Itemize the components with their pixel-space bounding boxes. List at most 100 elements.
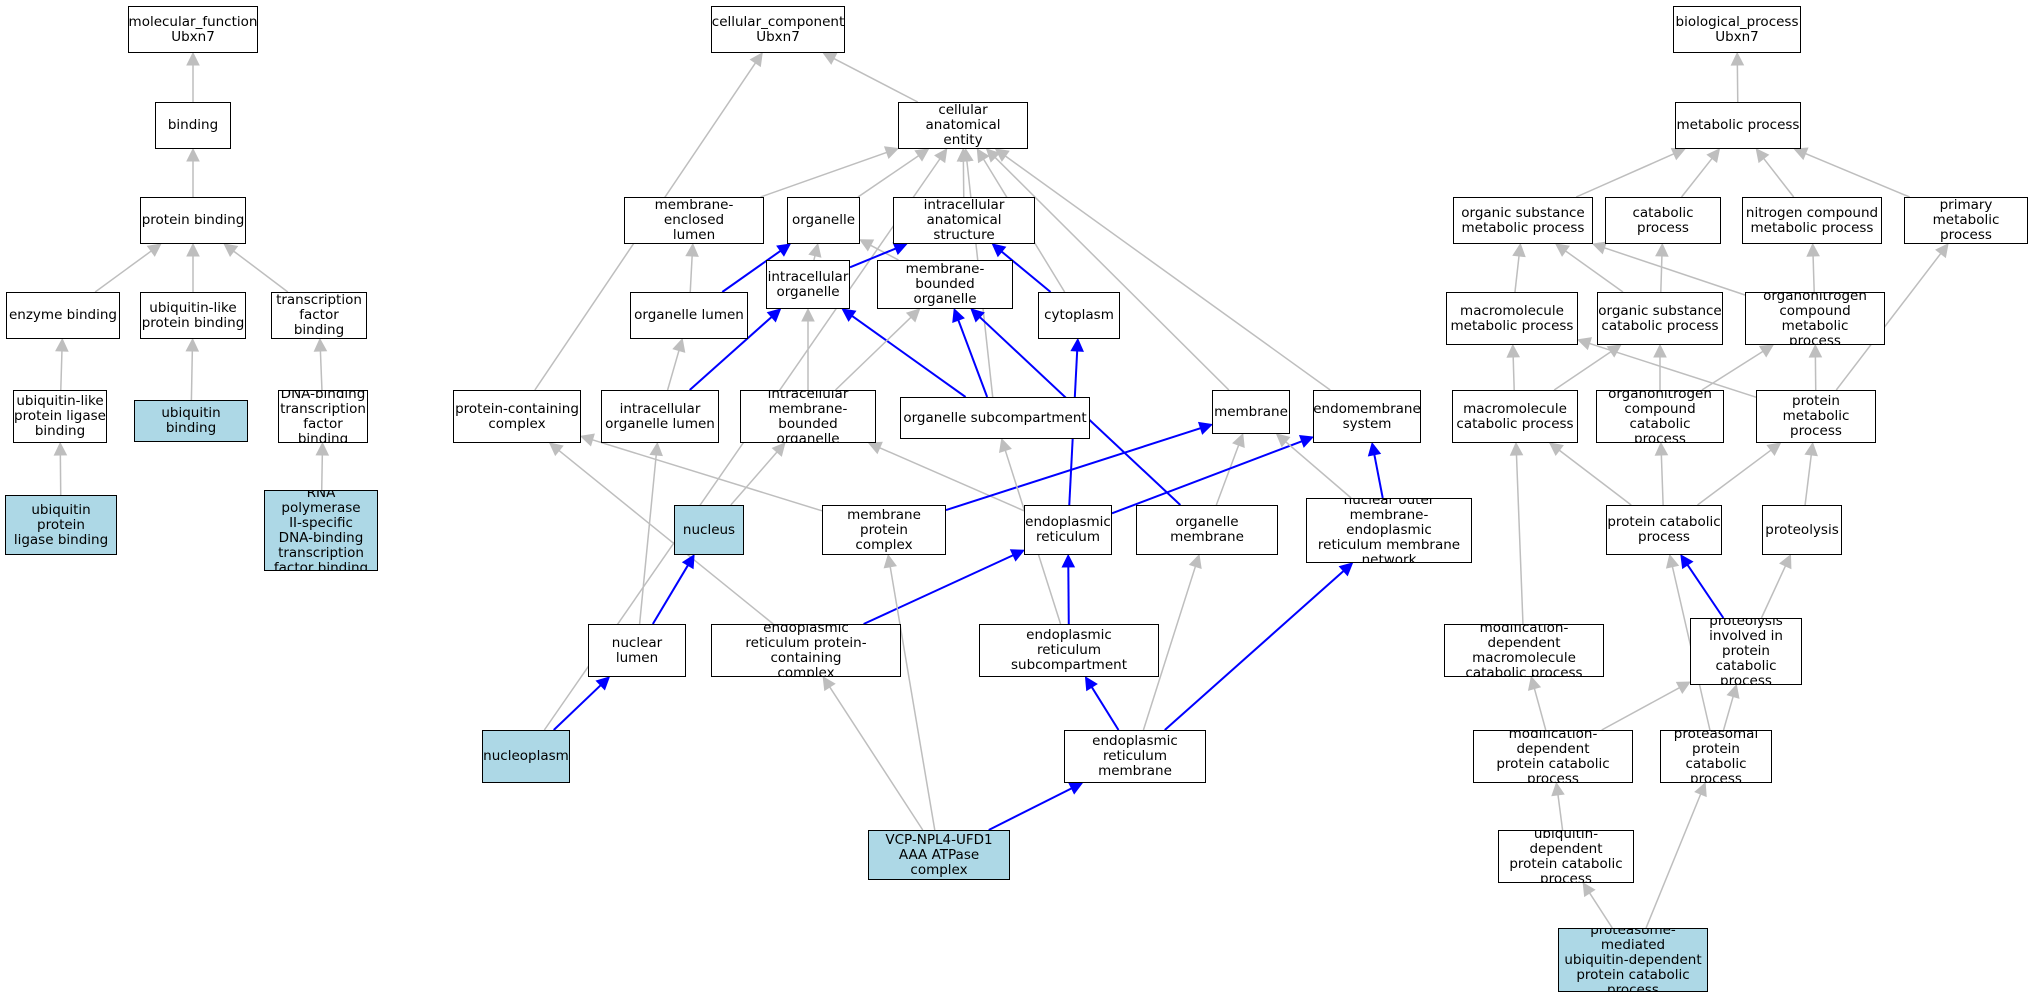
node-intracellular-organelle[interactable]: intracellular organelle (766, 260, 850, 309)
arrowhead-icon (1576, 337, 1593, 351)
arrowhead-icon (186, 51, 200, 66)
arrowhead-icon (905, 308, 921, 323)
edge-er-membrane-to-er-subcompartment (1090, 686, 1120, 731)
arrowhead-icon (1275, 433, 1291, 448)
node-binding[interactable]: binding (155, 102, 231, 149)
arrowhead-icon (1606, 344, 1622, 358)
node-protein-mp[interactable]: protein metabolic process (1756, 390, 1876, 443)
node-label: organelle subcompartment (903, 409, 1087, 426)
arrowhead-icon (883, 146, 900, 160)
node-nuclear-outer-membrane-network[interactable]: nuclear outer membrane-endoplasmic retic… (1306, 498, 1472, 563)
node-endomembrane-system[interactable]: endomembrane system (1313, 390, 1421, 443)
edge-organonitrogen-mp-to-organic-substance-mp (1604, 247, 1746, 296)
node-membrane[interactable]: membrane (1212, 390, 1290, 434)
node-er-subcompartment[interactable]: endoplasmic reticulum subcompartment (979, 624, 1159, 677)
node-label: catabolic process (1632, 204, 1694, 236)
node-er-protein-complex[interactable]: endoplasmic reticulum protein-containing… (711, 624, 901, 677)
node-dna-binding-tf-binding[interactable]: DNA-binding transcription factor binding (278, 390, 368, 443)
edge-protein-cp-to-protein-mp (1697, 449, 1772, 506)
node-ubl-protein-binding[interactable]: ubiquitin-like protein binding (140, 292, 246, 339)
arrowhead-icon (1670, 147, 1686, 161)
node-catabolic-process[interactable]: catabolic process (1605, 197, 1721, 244)
node-label: metabolic process (1676, 117, 1800, 133)
edge-er-protein-complex-to-er (863, 554, 1014, 625)
arrowhead-icon (1506, 343, 1521, 358)
node-ubiquitin-binding[interactable]: ubiquitin binding (134, 400, 248, 442)
node-label: macromolecule metabolic process (1450, 302, 1574, 334)
arrowhead-icon (1766, 442, 1782, 456)
node-protein-binding[interactable]: protein binding (140, 197, 246, 244)
arrowhead-icon (1582, 882, 1596, 898)
node-ubl-ligase-binding[interactable]: ubiquitin-like protein ligase binding (13, 390, 107, 443)
node-vcp-complex[interactable]: VCP-NPL4-UFD1 AAA ATPase complex (868, 830, 1010, 880)
edge-intracellular-organelle-to-intracellular-as (849, 247, 896, 269)
node-cytoplasm[interactable]: cytoplasm (1038, 292, 1120, 339)
node-label: organelle lumen (634, 307, 744, 323)
arrowhead-icon (1367, 441, 1382, 457)
arrowhead-icon (808, 242, 822, 258)
node-mod-dep-protein-cp[interactable]: modification-dependent protein catabolic… (1473, 730, 1633, 783)
node-label: RNA polymerase II-specific DNA-binding t… (273, 490, 369, 571)
node-organelle[interactable]: organelle (787, 197, 860, 244)
node-nucleus[interactable]: nucleus (674, 505, 744, 555)
node-metabolic-process[interactable]: metabolic process (1675, 102, 1801, 149)
node-organic-substance-mp[interactable]: organic substance metabolic process (1453, 197, 1593, 244)
node-nucleoplasm[interactable]: nucleoplasm (482, 730, 570, 783)
edge-proteolysis-in-pcp-to-proteolysis (1760, 565, 1787, 619)
node-intracellular-as[interactable]: intracellular anatomical structure (893, 197, 1035, 244)
node-macromolecule-cp[interactable]: macromolecule catabolic process (1452, 390, 1578, 443)
node-mem-enclosed-lumen[interactable]: membrane-enclosed lumen (624, 197, 764, 244)
node-mf[interactable]: molecular_function Ubxn7 (128, 6, 258, 53)
node-tf-binding[interactable]: transcription factor binding (271, 292, 367, 339)
node-er-membrane[interactable]: endoplasmic reticulum membrane (1064, 730, 1206, 783)
node-ub-ligase-binding[interactable]: ubiquitin protein ligase binding (5, 495, 117, 555)
node-proteolysis[interactable]: proteolysis (1762, 505, 1842, 555)
edge-cae-to-cc (833, 57, 919, 103)
node-label: binding (167, 117, 219, 133)
node-intracellular-organelle-lumen[interactable]: intracellular organelle lumen (601, 390, 719, 443)
arrowhead-icon (985, 148, 1001, 163)
node-organelle-subcompartment[interactable]: organelle subcompartment (900, 397, 1090, 439)
node-primary-mp[interactable]: primary metabolic process (1904, 197, 2028, 244)
node-macromolecule-mp[interactable]: macromolecule metabolic process (1446, 292, 1578, 345)
edge-membrane-protein-complex-to-protein-containing-complex (592, 439, 823, 512)
arrowhead-icon (1706, 148, 1721, 163)
node-organic-substance-cp[interactable]: organic substance catabolic process (1597, 292, 1723, 345)
node-enzyme-binding[interactable]: enzyme binding (6, 292, 120, 339)
node-proteasome-ub-pcp[interactable]: proteasome-mediated ubiquitin-dependent … (1558, 928, 1708, 992)
node-rnapii-tf-binding[interactable]: RNA polymerase II-specific DNA-binding t… (264, 490, 378, 571)
node-organonitrogen-mp[interactable]: organonitrogen compound metabolic proces… (1745, 292, 1885, 345)
edge-intracellular-organelle-lumen-to-intracellular-organelle (689, 316, 773, 391)
node-ub-dep-pcp[interactable]: ubiquitin-dependent protein catabolic pr… (1498, 830, 1634, 883)
node-protein-containing-complex[interactable]: protein-containing complex (453, 390, 581, 443)
edge-catabolic-process-to-metabolic-process (1680, 157, 1713, 198)
edge-organic-substance-cp-to-catabolic-process (1660, 255, 1663, 293)
node-nuclear-lumen[interactable]: nuclear lumen (588, 624, 686, 677)
edge-proteasomal-pcp-to-proteolysis-in-pcp (1722, 696, 1734, 731)
node-organelle-membrane[interactable]: organelle membrane (1136, 505, 1278, 555)
node-protein-cp[interactable]: protein catabolic process (1606, 505, 1722, 555)
edge-mod-dep-protein-cp-to-proteolysis-in-pcp (1601, 687, 1680, 731)
node-cc[interactable]: cellular_component Ubxn7 (711, 6, 845, 53)
node-mod-dep-macromolecule-cp[interactable]: modification-dependent macromolecule cat… (1444, 624, 1604, 677)
node-cae[interactable]: cellular anatomical entity (898, 102, 1028, 149)
node-label: proteolysis (1765, 521, 1839, 538)
arrowhead-icon (53, 441, 68, 456)
node-mb-organelle[interactable]: membrane-bounded organelle (877, 260, 1013, 309)
arrowhead-icon (1061, 553, 1076, 568)
node-label: primary metabolic process (1932, 197, 2000, 243)
node-proteasomal-pcp[interactable]: proteasomal protein catabolic process (1660, 730, 1772, 783)
arrowhead-icon (681, 554, 695, 570)
node-nitrogen-compound-mp[interactable]: nitrogen compound metabolic process (1742, 197, 1882, 244)
node-er[interactable]: endoplasmic reticulum (1024, 505, 1112, 555)
node-bp[interactable]: biological_process Ubxn7 (1673, 6, 1801, 53)
node-intracellular-mb-organelle[interactable]: intracellular membrane-bounded organelle (740, 390, 876, 443)
edge-nucleoplasm-to-nuclear-lumen (553, 684, 602, 731)
arrowhead-icon (1655, 242, 1669, 257)
arrowhead-icon (1068, 782, 1084, 795)
node-proteolysis-in-pcp[interactable]: proteolysis involved in protein cataboli… (1690, 618, 1802, 685)
node-label: intracellular organelle (767, 268, 849, 300)
node-organelle-lumen[interactable]: organelle lumen (630, 292, 748, 339)
node-organonitrogen-cp[interactable]: organonitrogen compound catabolic proces… (1596, 390, 1724, 443)
node-membrane-protein-complex[interactable]: membrane protein complex (822, 505, 946, 555)
